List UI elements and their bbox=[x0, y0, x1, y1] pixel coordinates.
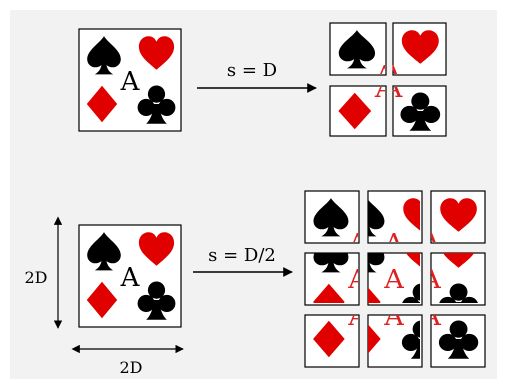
patch: A bbox=[420, 252, 486, 306]
svg-text:A: A bbox=[420, 228, 441, 258]
patch: A bbox=[329, 74, 396, 137]
patch: A bbox=[304, 252, 368, 306]
width-dimension: 2D bbox=[71, 344, 184, 377]
patch: A bbox=[329, 22, 396, 91]
patch: A bbox=[382, 22, 447, 91]
svg-text:A: A bbox=[347, 228, 368, 258]
stride-label: s = D bbox=[227, 60, 277, 81]
svg-text:A: A bbox=[374, 74, 396, 104]
patch: A bbox=[367, 252, 423, 306]
patch: A bbox=[420, 190, 486, 258]
patch: A bbox=[304, 301, 368, 368]
svg-text:A: A bbox=[383, 301, 404, 331]
svg-text:A: A bbox=[420, 264, 441, 294]
svg-text:A: A bbox=[382, 74, 404, 104]
bottom-input-card: A bbox=[78, 224, 182, 328]
center-letter: A bbox=[120, 263, 141, 293]
top-input-card: A bbox=[78, 28, 182, 132]
svg-text:A: A bbox=[382, 61, 404, 91]
svg-text:A: A bbox=[347, 301, 368, 331]
patch: A bbox=[367, 190, 423, 258]
top-arrow: s = D bbox=[197, 60, 317, 93]
patch: A bbox=[367, 301, 423, 368]
patch: A bbox=[304, 190, 368, 258]
svg-text:A: A bbox=[374, 61, 396, 91]
bottom-output-patches: A A A A A A A A bbox=[304, 190, 486, 368]
svg-text:A: A bbox=[383, 264, 404, 294]
svg-text:A: A bbox=[347, 264, 368, 294]
height-dimension: 2D bbox=[24, 216, 63, 329]
patch: A bbox=[420, 301, 486, 368]
center-letter: A bbox=[120, 67, 141, 97]
width-label: 2D bbox=[119, 358, 142, 377]
top-output-patches: A A A A bbox=[329, 22, 447, 137]
height-label: 2D bbox=[24, 268, 47, 287]
bottom-arrow: s = D/2 bbox=[193, 245, 293, 277]
patch: A bbox=[382, 74, 447, 137]
svg-text:A: A bbox=[383, 228, 404, 258]
stride-label: s = D/2 bbox=[208, 245, 276, 266]
svg-text:A: A bbox=[420, 301, 441, 331]
